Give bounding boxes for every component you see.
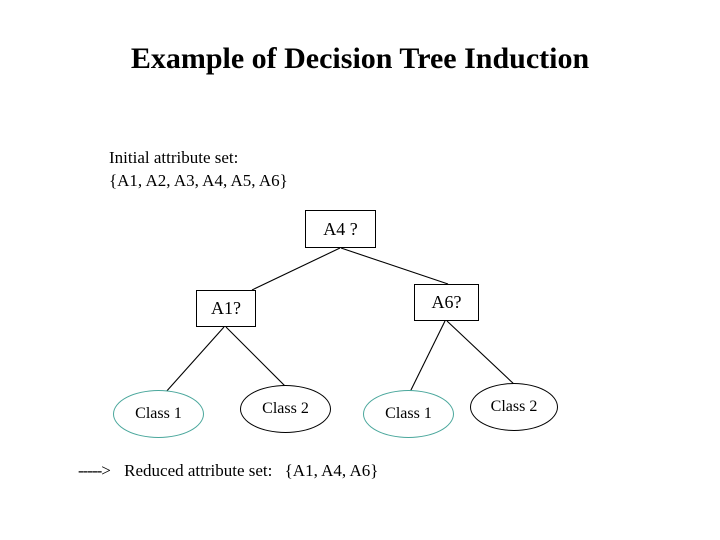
edge-a6-to-leaf4 [446,320,517,387]
edge-a6-to-leaf3 [409,320,446,393]
leaf-node-class-2-left[interactable]: Class 2 [240,385,331,433]
leaf-node-class-2-left-label: Class 2 [262,400,309,417]
reduced-attribute-set: -----> Reduced attribute set: {A1, A4, A… [78,461,378,481]
decision-node-a1-label: A1? [211,298,241,318]
leaf-node-class-2-right[interactable]: Class 2 [470,383,558,431]
leaf-node-class-1-right[interactable]: Class 1 [363,390,454,438]
decision-node-a6-label: A6? [431,292,462,312]
reduced-attribute-set-label: Reduced attribute set: [124,461,273,480]
initial-attribute-set-value: {A1, A2, A3, A4, A5, A6} [109,171,288,190]
initial-attribute-set-label: Initial attribute set: [109,148,239,167]
edge-a4-to-a6 [340,247,449,285]
page-title: Example of Decision Tree Induction [130,42,590,75]
leaf-node-class-1-left[interactable]: Class 1 [113,390,204,438]
decision-node-a4[interactable]: A4 ? [305,210,376,248]
decision-node-a6[interactable]: A6? [414,284,479,321]
edge-a4-to-a1 [251,247,341,291]
dashed-arrow-icon: -----> [78,461,111,480]
edge-a1-to-leaf2 [225,326,288,389]
leaf-node-class-1-left-label: Class 1 [135,405,182,422]
edge-a1-to-leaf1 [164,326,225,394]
decision-node-a1[interactable]: A1? [196,290,256,327]
decision-node-a4-label: A4 ? [323,218,358,239]
leaf-node-class-2-right-label: Class 2 [490,398,538,415]
initial-attribute-set: Initial attribute set: {A1, A2, A3, A4, … [109,146,288,192]
leaf-node-class-1-right-label: Class 1 [385,405,432,422]
reduced-attribute-set-value: {A1, A4, A6} [284,461,379,480]
